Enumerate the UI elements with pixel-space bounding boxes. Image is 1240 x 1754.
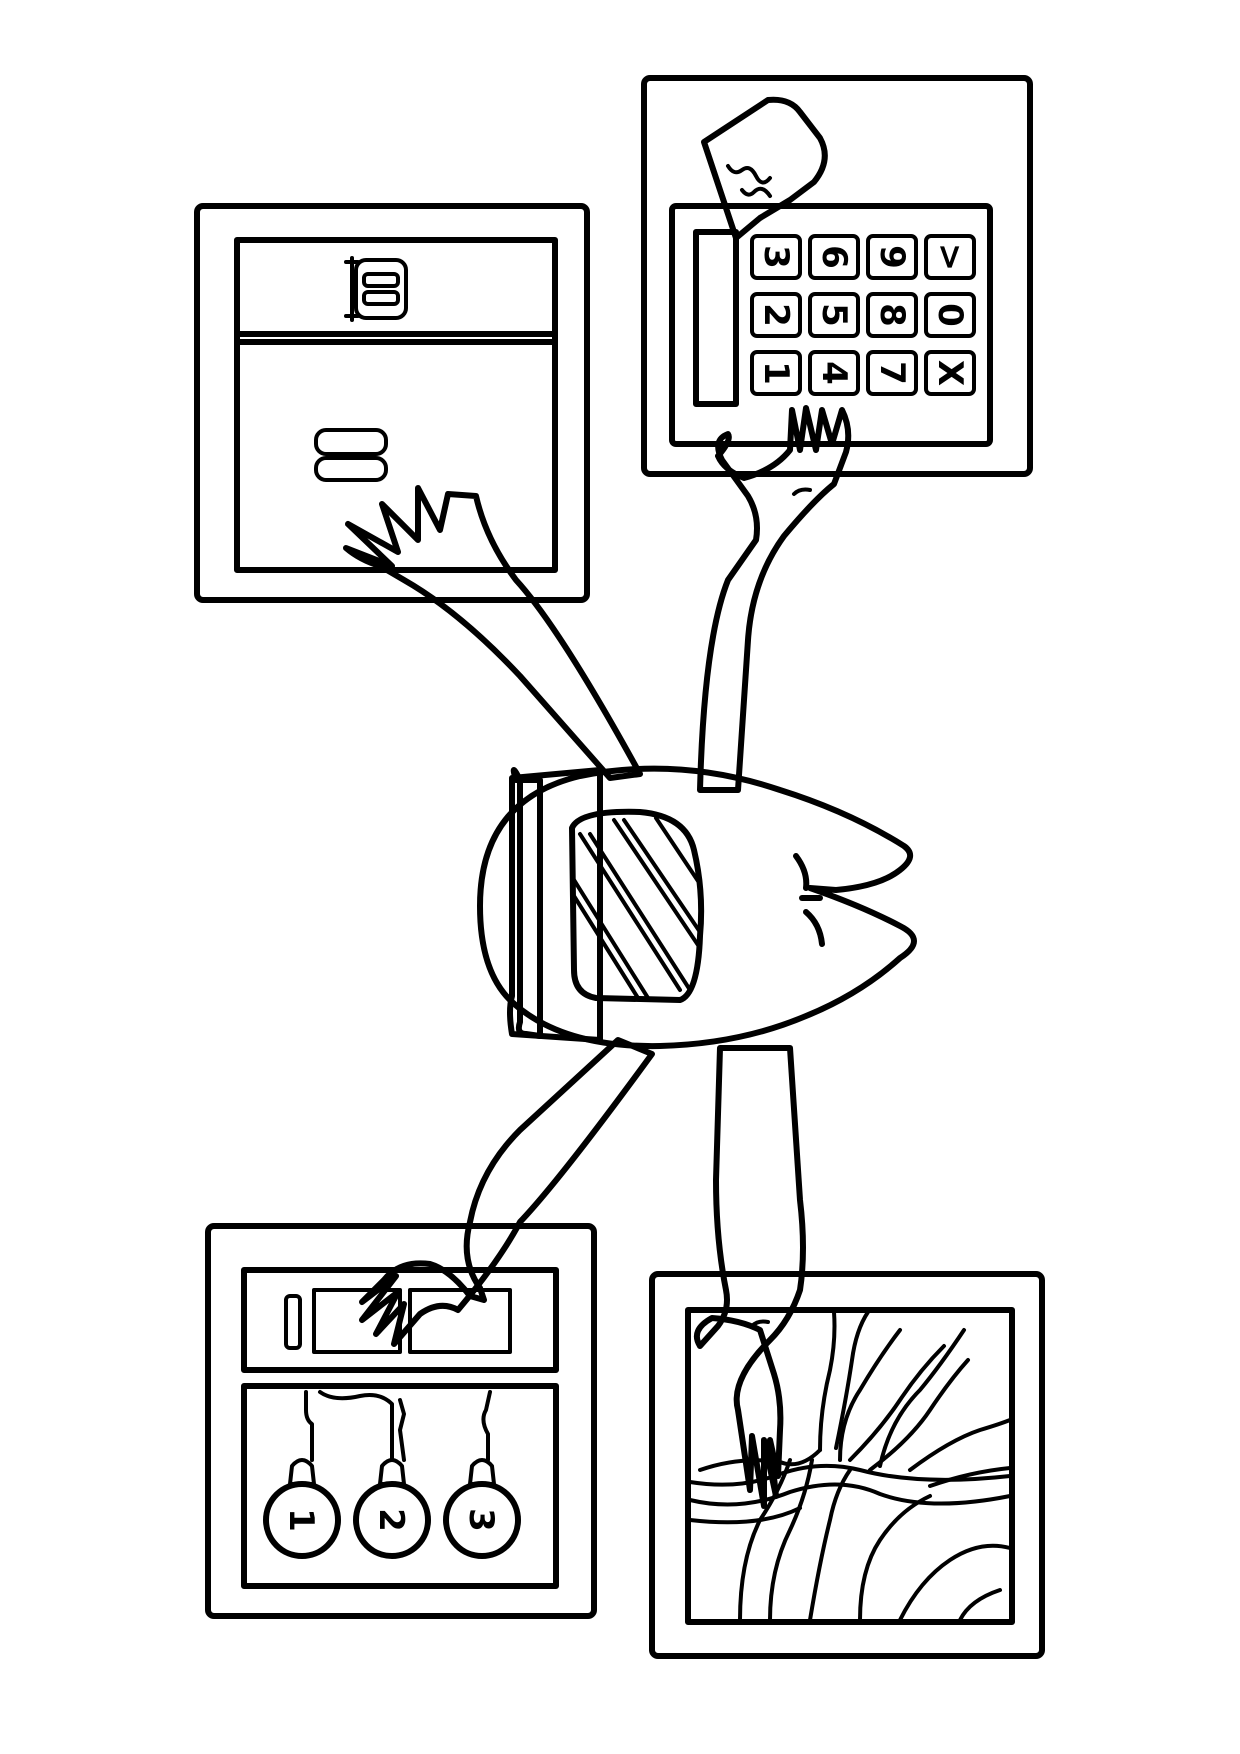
keypad-key-4[interactable]: 4 — [808, 350, 860, 396]
keypad-key-label: 7 — [872, 361, 912, 385]
bulb-icon: 2 — [353, 1458, 431, 1559]
keypad-key-label: > — [930, 243, 970, 272]
keypad-key-frame — [866, 292, 918, 338]
keypad-key-frame — [808, 234, 860, 280]
keypad-key-8[interactable]: 8 — [866, 292, 918, 338]
keypad-key-frame — [924, 350, 976, 396]
keypad-key-7[interactable]: 7 — [866, 350, 918, 396]
keypad-key-1[interactable]: 1 — [750, 350, 802, 396]
keypad-key-frame — [924, 234, 976, 280]
bulb-row: 1 2 3 — [263, 1458, 521, 1559]
keypad-key-frame — [750, 234, 802, 280]
bulb-socket — [288, 1458, 316, 1486]
keypad-key-6[interactable]: 6 — [808, 234, 860, 280]
keypad-key-frame — [750, 292, 802, 338]
keypad-key-frame — [866, 350, 918, 396]
bulb-globe — [263, 1481, 341, 1559]
keypad-key-2[interactable]: 2 — [750, 292, 802, 338]
keypad-key-label: 0 — [930, 303, 970, 327]
keypad-key-label: 4 — [814, 361, 854, 385]
wire-bundle — [688, 1310, 1012, 1622]
visor — [569, 808, 705, 1003]
keypad-key-9[interactable]: 9 — [866, 234, 918, 280]
keypad-key-frame — [924, 292, 976, 338]
keypad-key-label: 5 — [814, 303, 854, 327]
bulb-label: 2 — [371, 1508, 411, 1532]
card-reader-icon — [344, 256, 408, 322]
crewmate-icon — [477, 765, 917, 1050]
bulb-socket — [378, 1458, 406, 1486]
keypad-key-label: X — [930, 360, 970, 386]
keypad-key-5[interactable]: 5 — [808, 292, 860, 338]
wires-panel — [649, 1271, 1045, 1659]
bulb-label: 3 — [461, 1508, 501, 1532]
bulb-globe — [353, 1481, 431, 1559]
switch-panel: 1 2 3 — [205, 1223, 597, 1619]
card-swipe-panel — [194, 203, 590, 603]
keypad-key-label: 3 — [756, 245, 796, 269]
bulb-label: 1 — [281, 1508, 321, 1532]
keypad-key-frame — [808, 292, 860, 338]
keypad-key->[interactable]: > — [924, 234, 976, 280]
keypad-key-0[interactable]: 0 — [924, 292, 976, 338]
bulb-icon: 1 — [263, 1458, 341, 1559]
keypad-key-frame — [866, 234, 918, 280]
keypad-key-frame — [808, 350, 860, 396]
keypad-key-label: 8 — [872, 303, 912, 327]
bulb-socket — [468, 1458, 496, 1486]
keypad-key-label: 2 — [756, 303, 796, 327]
keypad-key-label: 9 — [872, 245, 912, 269]
arms — [343, 405, 852, 1509]
keypad-key-X[interactable]: X — [924, 350, 976, 396]
keypad-key-label: 1 — [756, 361, 796, 385]
keypad-key-frame — [750, 350, 802, 396]
bulb-globe — [443, 1481, 521, 1559]
bulb-icon: 3 — [443, 1458, 521, 1559]
note-icon — [701, 96, 828, 241]
card-icon — [314, 428, 388, 482]
keypad-key-3[interactable]: 3 — [750, 234, 802, 280]
keypad-key-label: 6 — [814, 245, 854, 269]
